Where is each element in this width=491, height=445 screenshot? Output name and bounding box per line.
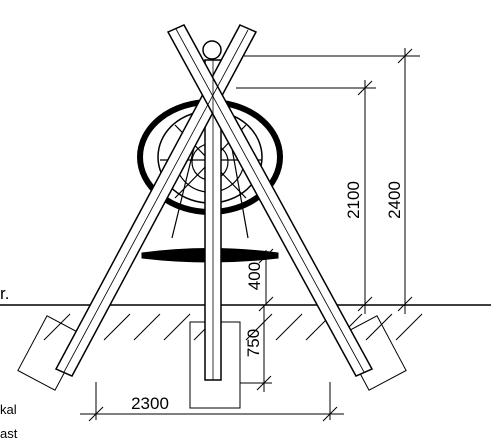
dim-2100-label: 2100	[344, 181, 363, 219]
dim-400-label: 400	[245, 262, 264, 290]
note-line-2: ast	[0, 426, 18, 441]
top-bolt	[202, 40, 222, 60]
dim-750-label: 750	[244, 329, 263, 357]
frame-legs	[54, 24, 374, 381]
dim-2300-label: 2300	[131, 394, 169, 413]
dimension-lines	[80, 48, 420, 422]
ground-label: r.	[0, 284, 9, 303]
note-line-1: kal	[0, 402, 17, 417]
dim-2400-label: 2400	[385, 181, 404, 219]
leg-grain-lines	[63, 28, 365, 380]
